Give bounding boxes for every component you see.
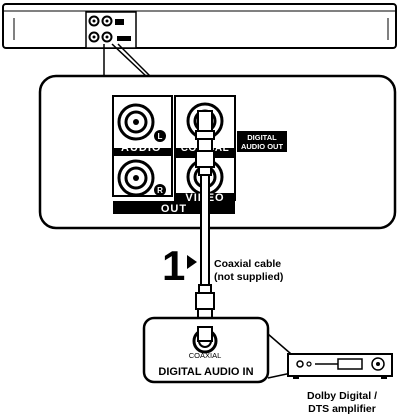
amplifier-icon — [287, 353, 393, 379]
left-channel-badge: L — [158, 132, 163, 141]
amplifier-caption-line1: Dolby Digital / — [307, 390, 377, 402]
audio-label: AUDIO — [121, 142, 161, 154]
step-arrow-icon — [187, 255, 197, 269]
out-label: OUT — [161, 203, 187, 215]
coaxial-plug-top — [195, 110, 215, 176]
digital-audio-out-line1: DIGITAL — [247, 133, 277, 142]
rear-jack-cluster — [85, 11, 137, 49]
cable-label-line1: Coaxial cable — [214, 258, 281, 270]
amplifier-caption-line2: DTS amplifier — [308, 403, 376, 415]
audio-section: L R — [112, 95, 173, 197]
dvd-player-rear — [2, 3, 397, 49]
plug-tip — [197, 326, 213, 342]
digital-audio-out-line2: AUDIO OUT — [241, 142, 284, 151]
coaxial-in-label: COAXIAL — [189, 351, 222, 360]
coaxial-cable — [200, 174, 210, 286]
digital-audio-in-label: DIGITAL AUDIO IN — [158, 366, 253, 378]
right-channel-badge: R — [157, 186, 163, 195]
cable-label-line2: (not supplied) — [214, 271, 283, 283]
digital-audio-out-box — [237, 131, 287, 152]
step-number: 1 — [162, 242, 185, 289]
